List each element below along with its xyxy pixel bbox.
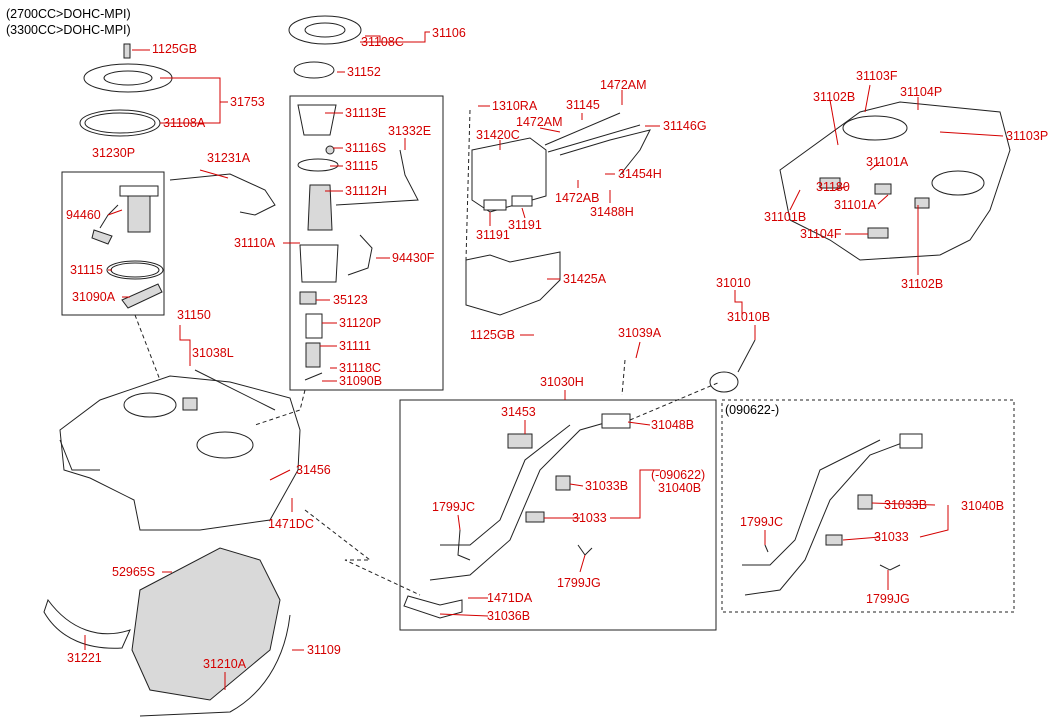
label-31033B-a: 31033B — [585, 479, 628, 493]
leader-lines — [84, 31, 1004, 690]
label-31191-b: 31191 — [508, 218, 542, 232]
label-1310RA: 1310RA — [492, 99, 538, 113]
label-31040B-a: 31040B — [658, 481, 701, 495]
label-31150: 31150 — [177, 308, 211, 322]
connector-dashed — [621, 359, 626, 396]
tank-protector-part — [43, 547, 291, 717]
label-31454H: 31454H — [618, 167, 662, 181]
label-1125GB: 1125GB — [152, 42, 197, 56]
filler-neck-box-early — [399, 399, 717, 631]
filler-neck-late-part — [742, 433, 923, 596]
label-31113E: 31113E — [345, 106, 386, 120]
label-31111: 31111 — [339, 339, 371, 353]
label-1471DC: 1471DC — [268, 517, 314, 531]
label-31110A: 31110A — [234, 236, 276, 250]
label-31101B: 31101B — [764, 210, 806, 224]
connector-dashed — [134, 314, 161, 381]
label-31010: 31010 — [716, 276, 751, 290]
vapor-tube-part — [169, 173, 276, 216]
canister-bracket-part — [465, 251, 561, 316]
label-94430F: 94430F — [392, 251, 435, 265]
pump-cap-part — [288, 15, 362, 79]
label-1472AM-a: 1472AM — [600, 78, 647, 92]
connector-dashed — [465, 109, 471, 261]
label-31048B: 31048B — [651, 418, 694, 432]
label-1125GB-bottom: 1125GB — [470, 328, 515, 342]
label-1799JC-a: 1799JC — [432, 500, 475, 514]
label-31038L: 31038L — [192, 346, 234, 360]
label-31145: 31145 — [566, 98, 600, 112]
label-52965S: 52965S — [112, 565, 155, 579]
label-31101A-a: 31101A — [866, 155, 909, 169]
label-94460: 94460 — [66, 208, 101, 222]
label-31033-b: 31033 — [874, 530, 909, 544]
label-31425A: 31425A — [563, 272, 607, 286]
label-31231A: 31231A — [207, 151, 251, 165]
label-35123: 35123 — [333, 293, 368, 307]
label-31152: 31152 — [347, 65, 381, 79]
filler-neck-early-part — [403, 413, 631, 619]
label-1472AM-b: 1472AM — [516, 115, 563, 129]
label-31753: 31753 — [230, 95, 265, 109]
label-31180: 31180 — [816, 180, 850, 194]
label-31112H: 31112H — [345, 184, 387, 198]
label-31108C: 31108C — [361, 35, 404, 49]
label-31116S: 31116S — [345, 141, 386, 155]
label-1799JC-b: 1799JC — [740, 515, 783, 529]
label-31230P: 31230P — [92, 146, 135, 160]
label-31036B: 31036B — [487, 609, 530, 623]
label-31420C: 31420C — [476, 128, 520, 142]
label-31191-a: 31191 — [476, 228, 510, 242]
label-31039A: 31039A — [618, 326, 662, 340]
label-31010B: 31010B — [727, 310, 770, 324]
label-31118C: 31118C — [339, 361, 381, 375]
engine-spec-line-1: (2700CC>DOHC-MPI) — [6, 7, 131, 21]
label-31033-a: 31033 — [572, 511, 607, 525]
label-31106: 31106 — [432, 26, 466, 40]
label-31103F: 31103F — [856, 69, 898, 83]
label-31221: 31221 — [67, 651, 102, 665]
label-31115-mid: 31115 — [345, 159, 378, 173]
label-31453: 31453 — [501, 405, 536, 419]
label-1799JG-a: 1799JG — [557, 576, 601, 590]
filler-neck-box-late — [721, 399, 1015, 613]
label-31488H: 31488H — [590, 205, 634, 219]
label-31332E: 31332E — [388, 124, 431, 138]
label-31104F: 31104F — [800, 227, 842, 241]
variant-label: (090622-) — [725, 403, 779, 417]
connector-dashed — [629, 381, 721, 421]
label-31115-left: 31115 — [70, 263, 103, 277]
label-31103P: 31103P — [1006, 129, 1048, 143]
engine-spec-line-2: (3300CC>DOHC-MPI) — [6, 23, 131, 37]
label-31030H: 31030H — [540, 375, 584, 389]
connector-dashed — [254, 389, 306, 426]
label-31102B-b: 31102B — [901, 277, 943, 291]
label-31109: 31109 — [307, 643, 341, 657]
label-1472AB: 1472AB — [555, 191, 599, 205]
part-labels: 1125GB 31753 31108A 31230P 31231A 94460 … — [66, 26, 1048, 671]
label-31090B: 31090B — [339, 374, 382, 388]
fuel-tank-left-part — [59, 369, 301, 531]
label-31120P: 31120P — [339, 316, 381, 330]
label-31456: 31456 — [296, 463, 331, 477]
pump-module-group-box — [61, 171, 165, 316]
label-31104P: 31104P — [900, 85, 942, 99]
connector-dashed — [304, 509, 421, 596]
label-1471DA: 1471DA — [487, 591, 533, 605]
label-31146G: 31146G — [663, 119, 707, 133]
label-31210A: 31210A — [203, 657, 247, 671]
label-31101A-b: 31101A — [834, 198, 877, 212]
label-31102B-a: 31102B — [813, 90, 855, 104]
label-31033B-b: 31033B — [884, 498, 927, 512]
label-31090A: 31090A — [72, 290, 116, 304]
label-31040B-b: 31040B — [961, 499, 1004, 513]
label-090622-early: (-090622) — [651, 468, 705, 482]
sender-plate-part — [79, 43, 173, 137]
canister-part — [471, 112, 651, 213]
fuel-cap-part — [709, 339, 756, 393]
label-1799JG-b: 1799JG — [866, 592, 910, 606]
label-31108A: 31108A — [163, 116, 206, 130]
